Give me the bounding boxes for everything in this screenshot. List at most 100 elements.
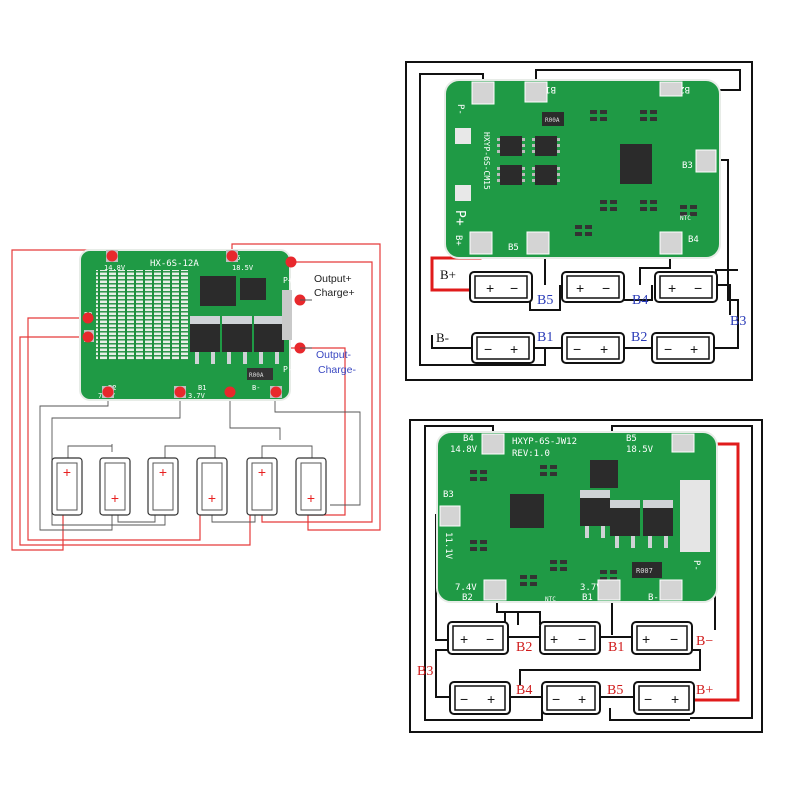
- svg-text:+: +: [668, 280, 676, 296]
- tr-pcb-b5: B5: [508, 243, 519, 253]
- left-label-b1: B1: [198, 384, 206, 392]
- br-pcb-b1-voltage: 3.7V: [580, 583, 602, 593]
- tr-ic: [620, 144, 652, 184]
- left-label-pminus: P-: [283, 365, 293, 374]
- svg-text:−: −: [670, 631, 678, 647]
- svg-text:+: +: [159, 464, 167, 480]
- svg-text:+: +: [258, 464, 266, 480]
- svg-text:+: +: [487, 691, 495, 707]
- tr-pcb-bplus: B+: [453, 235, 463, 246]
- svg-text:−: −: [510, 280, 518, 296]
- svg-text:+: +: [600, 341, 608, 357]
- br-pcb-b4-voltage: 14.8V: [450, 445, 478, 455]
- svg-text:−: −: [664, 341, 672, 357]
- bottom-right-diagram: R007 HXYP-6S-JW12 REV:1.0 B4 14.8V B5 18…: [409, 419, 763, 733]
- tr-white-pad-1: [455, 128, 471, 144]
- left-cell-5: +: [246, 457, 278, 516]
- svg-text:+: +: [307, 490, 315, 506]
- left-battery-cells: + + + + +: [51, 457, 327, 516]
- left-charge-minus-label: Charge-: [318, 364, 356, 376]
- br-ntc-label: NTC: [545, 596, 556, 603]
- tr-label-b1: B1: [537, 330, 553, 345]
- left-pcb-chip: [200, 276, 236, 306]
- svg-text:+: +: [460, 631, 468, 647]
- br-label-b3: B3: [417, 664, 433, 679]
- br-label-b4: B4: [516, 683, 532, 698]
- tr-resistor: [542, 112, 564, 126]
- svg-text:+: +: [486, 280, 494, 296]
- br-label-b5: B5: [607, 683, 623, 698]
- left-output-plus-label: Output+: [314, 273, 352, 285]
- left-red-wires: [11, 243, 381, 551]
- br-pcb-b5: B5: [626, 434, 637, 444]
- br-cell-4: − +: [449, 681, 511, 715]
- br-pcb: [436, 431, 718, 603]
- tr-white-pad-2: [455, 185, 471, 201]
- br-pcb-b1: B1: [582, 593, 593, 603]
- left-connection-dots: [82, 250, 306, 398]
- svg-text:−: −: [460, 691, 468, 707]
- tr-cell-6: − +: [651, 332, 715, 364]
- left-resistor: [247, 368, 273, 380]
- br-label-bplus: B+: [696, 683, 713, 698]
- svg-text:+: +: [642, 631, 650, 647]
- tr-pcb-b2: B2: [679, 84, 690, 94]
- tr-resistor-label: R00A: [545, 117, 560, 124]
- tr-mosfet-d: [532, 165, 560, 185]
- svg-text:−: −: [552, 691, 560, 707]
- br-battery-cells: + − + − + − − +: [447, 621, 695, 715]
- svg-text:+: +: [111, 490, 119, 506]
- tr-pcb-pminus: P-: [455, 104, 465, 115]
- left-resistor-label: R00A: [249, 372, 264, 379]
- br-pcb-b5-voltage: 18.5V: [626, 445, 654, 455]
- tr-mosfet-b: [532, 136, 560, 156]
- br-pads: [439, 433, 695, 601]
- svg-text:+: +: [208, 490, 216, 506]
- left-cell-1: +: [51, 457, 83, 516]
- left-cell-2: +: [99, 457, 131, 516]
- br-regulator: [590, 460, 618, 488]
- br-cell-6: − +: [633, 681, 695, 715]
- left-dark-wires: [39, 392, 361, 531]
- svg-text:−: −: [486, 631, 494, 647]
- left-pcb-chip-small: [240, 278, 266, 300]
- svg-text:+: +: [576, 280, 584, 296]
- br-frame: [409, 419, 763, 733]
- left-output-minus-label: Output-: [316, 349, 352, 361]
- tr-label-b5: B5: [537, 293, 553, 308]
- br-cell-1: + −: [447, 621, 509, 655]
- tr-label-bminus: B-: [436, 330, 449, 345]
- tr-label-b2: B2: [631, 330, 647, 345]
- left-cell-4: +: [196, 457, 228, 516]
- br-pcb-b3: B3: [443, 490, 454, 500]
- br-cell-2: + −: [539, 621, 601, 655]
- left-label-pplus: P+: [283, 276, 293, 285]
- tr-pcb-b3: B3: [682, 161, 693, 171]
- tr-pcb: [444, 79, 721, 259]
- tr-label-b3: B3: [730, 314, 746, 329]
- left-board-title: HX-6S-12A: [150, 259, 199, 269]
- tr-cell-5: − +: [561, 332, 625, 364]
- svg-text:+: +: [63, 464, 71, 480]
- br-label-bminus: B−: [696, 634, 713, 649]
- left-cell-3: +: [147, 457, 179, 516]
- br-resistor: [632, 562, 662, 578]
- tr-mosfet-a: [497, 136, 525, 156]
- br-board-title: HXYP-6S-JW12: [512, 437, 577, 447]
- tr-label-b4: B4: [632, 293, 648, 308]
- tr-cell-4: − +: [471, 332, 535, 364]
- tr-pcb-b4: B4: [688, 235, 699, 245]
- tr-cell-1: + −: [469, 271, 533, 303]
- svg-text:−: −: [694, 280, 702, 296]
- left-cell-6: +: [295, 457, 327, 516]
- br-pcb-b2-voltage: 7.4V: [455, 583, 477, 593]
- br-label-b2: B2: [516, 640, 532, 655]
- left-pcb-cell-grid: [96, 270, 188, 360]
- left-output-leads: [300, 299, 312, 349]
- svg-text:+: +: [671, 691, 679, 707]
- svg-text:−: −: [484, 341, 492, 357]
- tr-pcb-pplus: P+: [452, 210, 467, 226]
- br-board-rev: REV:1.0: [512, 449, 550, 459]
